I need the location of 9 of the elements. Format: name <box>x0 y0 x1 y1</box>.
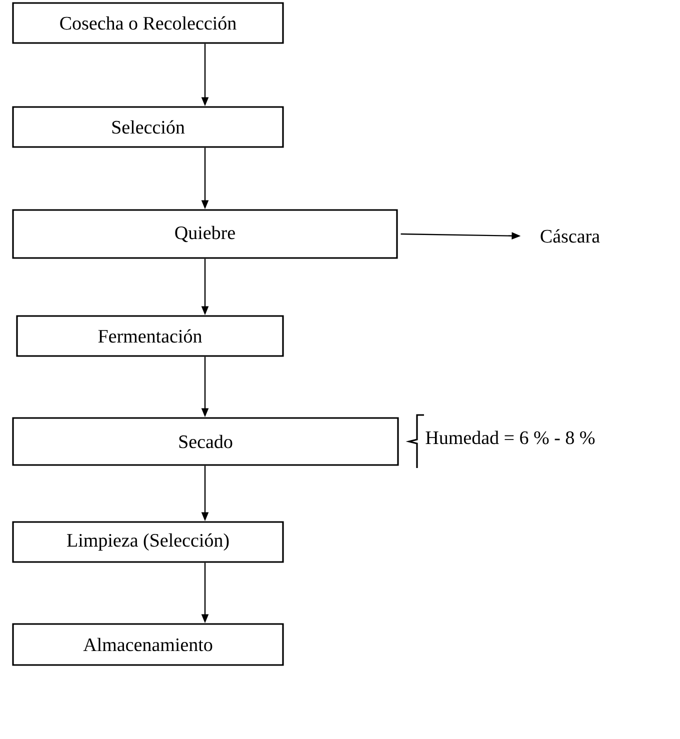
process-box: Fermentación <box>16 315 284 357</box>
process-box: Secado <box>12 417 399 466</box>
process-box: Selección <box>12 106 284 148</box>
annotation-text: Humedad = 6 % - 8 % <box>426 430 595 444</box>
process-box: Quiebre <box>12 209 398 259</box>
output-label: Cáscara <box>540 229 600 243</box>
process-box: Limpieza (Selección) <box>12 521 284 563</box>
process-box: Cosecha o Recolección <box>12 2 284 44</box>
process-box: Almacenamiento <box>12 623 284 666</box>
